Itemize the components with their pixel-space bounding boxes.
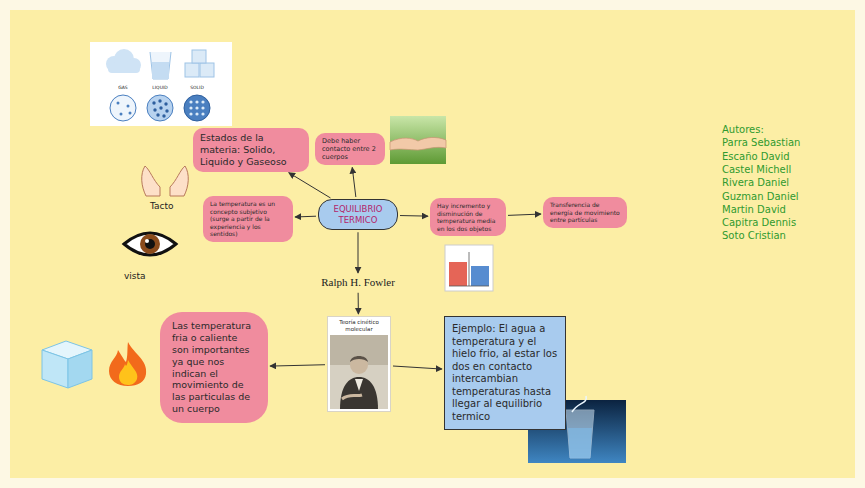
- authors-heading: Autores:: [722, 124, 764, 136]
- concept-box: Debe haber contacto entre 2 cuerpos: [315, 133, 385, 165]
- temperature-chart: [445, 245, 493, 291]
- node-text: Ejemplo: El agua a temperatura y el hiel…: [452, 323, 558, 423]
- main-concept: EQUILIBRIO TERMICO: [318, 199, 398, 230]
- author-name: Rivera Daniel: [722, 177, 789, 189]
- author-name: Martin David: [722, 204, 786, 216]
- node-text: Estados de la materia: Solido, Liquido y…: [200, 132, 302, 168]
- arrow-connector: [508, 214, 541, 215]
- arrow-connector: [352, 167, 356, 197]
- node-text: Debe haber contacto entre 2 cuerpos: [322, 137, 378, 161]
- person-name: Ralph H. Fowler: [318, 275, 398, 291]
- icon-caption: Tacto: [150, 201, 174, 212]
- node-text: La temperatura es un concepto subjetivo …: [210, 200, 286, 238]
- concept-box: Las temperatura fria o caliente son impo…: [160, 312, 268, 423]
- portrait-photo: Teoría cinético molecular: [327, 316, 391, 412]
- arrow-connector: [295, 216, 316, 218]
- handshake-photo: [390, 116, 446, 164]
- author-name: Soto Cristian: [722, 230, 786, 242]
- node-text: Teoría cinético molecular: [330, 319, 388, 333]
- node-text: Las temperatura fria o caliente son impo…: [172, 320, 256, 415]
- arrow-connector: [393, 366, 442, 369]
- node-text: Transferencia de energía de movimiento e…: [550, 201, 620, 224]
- node-text: Ralph H. Fowler: [320, 276, 396, 290]
- author-name: Escaño David: [722, 151, 790, 163]
- fire-icon: [109, 342, 146, 386]
- icon-caption: vista: [124, 271, 146, 282]
- states-of-matter-icon: [90, 42, 232, 126]
- author-name: Castel Michell: [722, 164, 791, 176]
- arrow-connector: [358, 232, 359, 273]
- eye-icon: [124, 233, 176, 255]
- concept-box: La temperatura es un concepto subjetivo …: [203, 196, 293, 242]
- arrow-connector: [400, 215, 428, 217]
- state-label: LIQUID: [152, 85, 167, 90]
- concept-box: Hay incremento y disminución de temperat…: [430, 198, 506, 236]
- author-name: Guzman Daniel: [722, 191, 799, 203]
- arrow-connector: [358, 293, 359, 314]
- arrow-connector: [270, 365, 325, 366]
- state-label: GAS: [118, 85, 127, 90]
- hands-icon: [142, 166, 189, 196]
- node-text: Hay incremento y disminución de temperat…: [437, 202, 499, 232]
- concept-box: Estados de la materia: Solido, Liquido y…: [193, 128, 309, 172]
- example-box: Ejemplo: El agua a temperatura y el hiel…: [444, 316, 566, 430]
- arrow-connector: [289, 173, 331, 198]
- node-text: EQUILIBRIO TERMICO: [327, 204, 389, 225]
- concept-box: Transferencia de energía de movimiento e…: [543, 197, 627, 228]
- author-name: Capitra Dennis: [722, 217, 796, 229]
- ice-cube-icon: [42, 341, 92, 388]
- author-name: Parra Sebastian: [722, 137, 800, 149]
- portrait-image: [330, 335, 388, 409]
- state-label: SOLID: [190, 85, 204, 90]
